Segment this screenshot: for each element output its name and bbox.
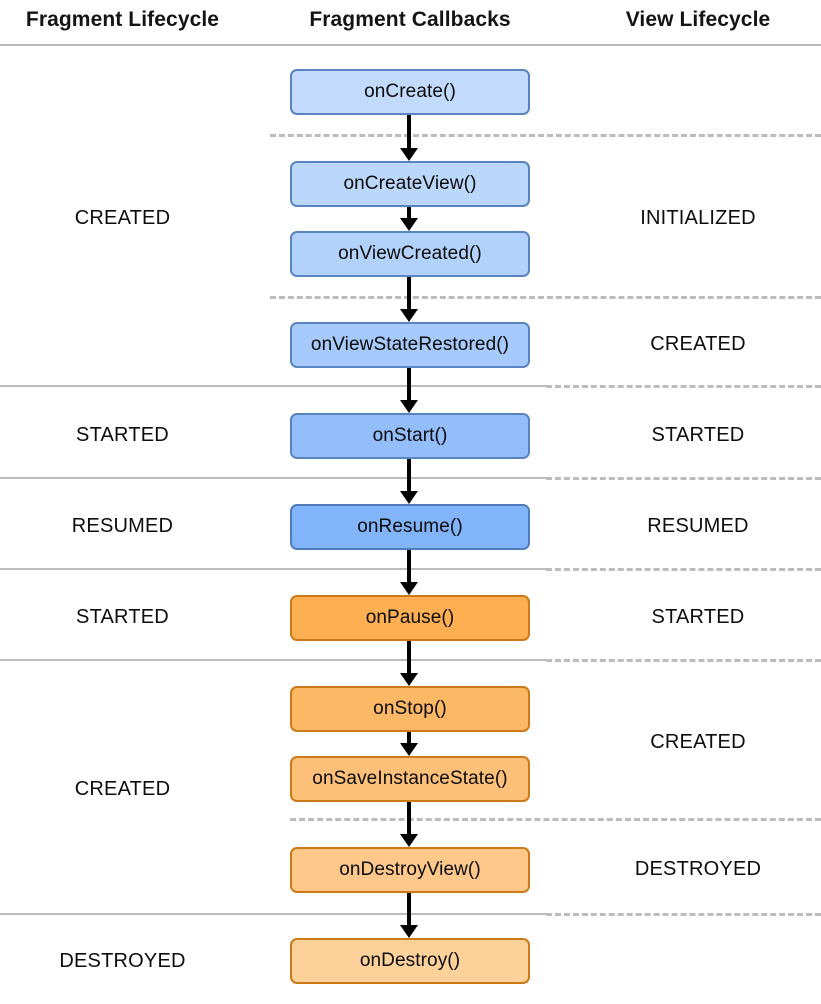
arrow-shaft-4	[407, 459, 411, 491]
arrow-head-1	[400, 218, 418, 231]
callback-box-oncreate[interactable]: onCreate()	[290, 69, 530, 115]
callback-box-onresume[interactable]: onResume()	[290, 504, 530, 550]
arrow-shaft-0	[407, 115, 411, 148]
column-header-fragment-callbacks: Fragment Callbacks	[309, 8, 511, 31]
divider-solid-2	[0, 568, 546, 570]
arrow-shaft-5	[407, 550, 411, 582]
callback-box-onstop[interactable]: onStop()	[290, 686, 530, 732]
callback-box-onviewstaterestored[interactable]: onViewStateRestored()	[290, 322, 530, 368]
fragment-state-created-4: CREATED	[74, 778, 171, 800]
divider-dashed-8	[546, 477, 821, 480]
divider-solid-3	[0, 659, 546, 661]
arrow-shaft-9	[407, 893, 411, 925]
divider-dashed-10	[546, 659, 821, 662]
header-divider	[0, 44, 821, 46]
view-state-destroyed-6: DESTROYED	[634, 858, 762, 880]
arrow-head-8	[400, 834, 418, 847]
fragment-state-resumed-2: RESUMED	[71, 515, 174, 537]
fragment-state-started-3: STARTED	[76, 606, 169, 628]
arrow-head-6	[400, 673, 418, 686]
view-state-initialized-0: INITIALIZED	[640, 207, 756, 229]
arrow-shaft-8	[407, 802, 411, 834]
divider-dashed-12	[546, 913, 821, 916]
arrow-head-2	[400, 309, 418, 322]
divider-dashed-6	[270, 296, 821, 299]
divider-solid-0	[0, 385, 546, 387]
arrow-shaft-6	[407, 641, 411, 673]
divider-solid-4	[0, 913, 546, 915]
arrow-shaft-7	[407, 732, 411, 743]
callback-box-onviewcreated[interactable]: onViewCreated()	[290, 231, 530, 277]
callback-box-onpause[interactable]: onPause()	[290, 595, 530, 641]
arrow-head-7	[400, 743, 418, 756]
fragment-state-started-1: STARTED	[76, 424, 169, 446]
view-state-created-5: CREATED	[650, 731, 746, 753]
divider-solid-1	[0, 477, 546, 479]
callback-box-onsaveinstancestate[interactable]: onSaveInstanceState()	[290, 756, 530, 802]
callback-box-ondestroyview[interactable]: onDestroyView()	[290, 847, 530, 893]
view-state-started-2: STARTED	[651, 424, 745, 446]
callback-box-oncreateview[interactable]: onCreateView()	[290, 161, 530, 207]
view-state-created-1: CREATED	[650, 333, 746, 355]
callback-box-ondestroy[interactable]: onDestroy()	[290, 938, 530, 984]
arrow-shaft-1	[407, 207, 411, 218]
column-header-view-lifecycle: View Lifecycle	[625, 8, 771, 31]
column-header-fragment-lifecycle: Fragment Lifecycle	[25, 8, 220, 31]
arrow-shaft-2	[407, 277, 411, 309]
divider-dashed-7	[546, 385, 821, 388]
arrow-head-5	[400, 582, 418, 595]
arrow-head-9	[400, 925, 418, 938]
fragment-state-destroyed-5: DESTROYED	[59, 950, 186, 972]
fragment-state-created-0: CREATED	[74, 207, 171, 229]
arrow-head-4	[400, 491, 418, 504]
arrow-head-3	[400, 400, 418, 413]
arrow-shaft-3	[407, 368, 411, 400]
arrow-head-0	[400, 148, 418, 161]
view-state-started-4: STARTED	[651, 606, 745, 628]
divider-dashed-11	[290, 818, 821, 821]
view-state-resumed-3: RESUMED	[647, 515, 749, 537]
divider-dashed-5	[270, 134, 821, 137]
callback-box-onstart[interactable]: onStart()	[290, 413, 530, 459]
divider-dashed-9	[546, 568, 821, 571]
